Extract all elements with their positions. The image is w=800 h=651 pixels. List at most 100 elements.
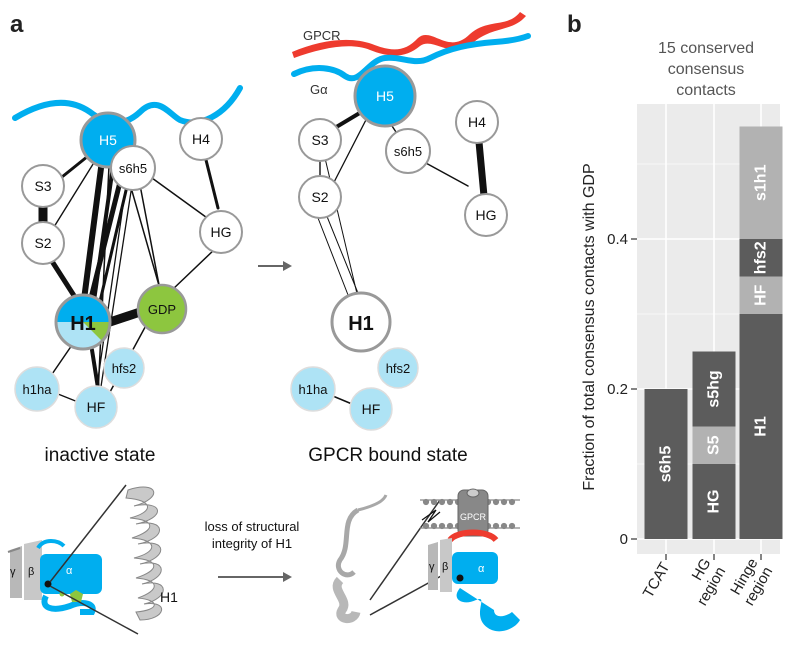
state-transition-arrow <box>258 261 292 271</box>
inactive-galpha-membrane <box>12 85 243 126</box>
inactive-beta-label: β <box>28 566 34 578</box>
edge-s6h5-hg <box>151 177 211 221</box>
inactive-node-s3-label: S3 <box>34 178 51 194</box>
bound-node-s2: S2 <box>298 175 342 219</box>
edge-h5-hf <box>97 144 111 396</box>
chart-x-tick-label: TCAT <box>640 560 674 601</box>
bound-node-s3: S3 <box>298 118 342 162</box>
bound-node-h1-label: H1 <box>348 313 374 335</box>
alpha-subunit <box>40 554 102 594</box>
loss-text-line1: loss of structural <box>205 519 300 534</box>
bound-node-h4-label: H4 <box>468 114 486 130</box>
bound-gpcr-cartoon-label: GPCR <box>460 512 487 522</box>
inactive-cartoon: γ β α H1 <box>7 484 178 635</box>
chart-x-tick-label: Hingeregion <box>726 556 776 609</box>
inactive-node-s2-label: S2 <box>34 235 51 251</box>
h1-helix-intact <box>125 486 164 621</box>
edge-s6h5-h1-a <box>85 179 123 313</box>
edge-s6h5-hf-a <box>95 184 127 394</box>
bound-node-hg: HG <box>464 193 508 237</box>
bound-node-s3-label: S3 <box>311 132 328 148</box>
bound-node-h5-label: H5 <box>376 88 394 104</box>
bound-node-hf-label: HF <box>362 401 381 417</box>
bar-segment-h1 <box>739 314 783 539</box>
inactive-node-hf-label: HF <box>87 399 106 415</box>
loss-arrow <box>218 572 292 582</box>
bound-network: GPCR Gα H5 S3 S2 <box>290 12 531 431</box>
bound-node-s6h5: s6h5 <box>385 128 431 174</box>
bound-node-hf: HF <box>349 387 393 431</box>
bound-gamma-label: γ <box>429 561 435 573</box>
bound-beta-label: β <box>442 561 448 573</box>
bar-segment-label-hg: HG <box>706 490 723 514</box>
inactive-node-gdp: GDP <box>136 283 188 335</box>
bound-edge-s2-h1-a <box>317 217 351 301</box>
inactive-node-gdp-label: GDP <box>148 302 176 317</box>
bar-segment-label-hfs2: hfs2 <box>753 241 770 274</box>
gamma-subunit <box>10 546 22 598</box>
bar-segment-label-hf: HF <box>753 284 770 306</box>
chart-y-axis-title: Fraction of total consensus contacts wit… <box>581 163 598 490</box>
chart-title-line1: 15 conserved <box>658 40 754 57</box>
bound-node-h4: H4 <box>455 100 499 144</box>
edge-h1ha-hf <box>57 393 79 403</box>
bound-node-h1ha-label: h1ha <box>299 382 329 397</box>
bound-galpha-membrane <box>291 33 531 82</box>
bar-segment-label-s1h1: s1h1 <box>753 164 770 201</box>
bound-node-hfs2: hfs2 <box>377 347 419 389</box>
membrane-bilayer <box>420 498 520 530</box>
inactive-node-h1: H1 <box>54 293 112 351</box>
inactive-node-s3: S3 <box>21 164 65 208</box>
bar-segment-label-s5hg: s5hg <box>706 370 723 407</box>
inactive-alpha-label: α <box>66 565 73 577</box>
inactive-node-h1ha-label: h1ha <box>23 382 53 397</box>
inactive-node-h1ha: h1ha <box>14 366 60 412</box>
bound-alpha-label: α <box>478 563 485 575</box>
bound-edge-h5-s2 <box>329 111 371 191</box>
bound-node-h1: H1 <box>330 291 392 353</box>
inactive-state-caption: inactive state <box>45 445 156 466</box>
bar-segment-s6h5 <box>644 389 688 539</box>
bound-galpha-label: Gα <box>310 82 328 97</box>
bound-node-s6h5-label: s6h5 <box>394 144 422 159</box>
inactive-h1-label: H1 <box>160 589 178 605</box>
chart-x-tick-label: HGregion <box>679 556 729 609</box>
h1-helix-broken <box>332 494 388 623</box>
inactive-node-s6h5-label: s6h5 <box>119 161 147 176</box>
panel-b-label: b <box>567 11 582 38</box>
inactive-node-h4-label: H4 <box>192 131 210 147</box>
bar-segment-hf <box>739 276 783 314</box>
chart-y-tick-label: 0.4 <box>607 231 628 248</box>
inactive-gamma-label: γ <box>10 566 16 578</box>
inactive-node-hg: HG <box>199 210 243 254</box>
inactive-network: H5 S3 S2 s6h5 H4 HG GDP <box>12 85 243 429</box>
edge-s6h5-hf-b <box>99 184 133 394</box>
bound-edge-s6h5-hg <box>423 161 469 187</box>
edge-h1-gdp <box>105 307 145 327</box>
inactive-node-s6h5: s6h5 <box>110 145 156 191</box>
bar-segment-s5hg <box>692 351 736 427</box>
inactive-node-s2: S2 <box>21 221 65 265</box>
inactive-node-hfs2: hfs2 <box>103 347 145 389</box>
chart-y-tick-label: 0.2 <box>607 381 628 398</box>
gpcr-bound-state-caption: GPCR bound state <box>308 445 467 466</box>
edge-s6h5-gdp <box>139 184 161 291</box>
inactive-node-hg-label: HG <box>211 224 232 240</box>
bound-node-h1ha: h1ha <box>290 366 336 412</box>
bar-segment-label-s5: S5 <box>706 435 723 455</box>
bar-segment-hg <box>692 464 736 539</box>
inactive-node-h1-label: H1 <box>70 313 96 335</box>
bound-edge-h4-hg <box>475 138 488 200</box>
beta-subunit <box>24 540 42 600</box>
inactive-node-hfs2-label: hfs2 <box>112 361 137 376</box>
bar-segment-s5 <box>692 426 736 464</box>
panel-a-label: a <box>10 11 24 38</box>
bound-node-h5: H5 <box>353 64 417 128</box>
chart-y-axis: 00.20.4 <box>607 231 637 548</box>
chart-title-line2: consensus <box>668 61 745 78</box>
chart-title: 15 conserved consensus contacts <box>658 40 754 99</box>
edge-hg-gdp <box>171 247 217 291</box>
bound-node-hfs2-label: hfs2 <box>386 361 411 376</box>
